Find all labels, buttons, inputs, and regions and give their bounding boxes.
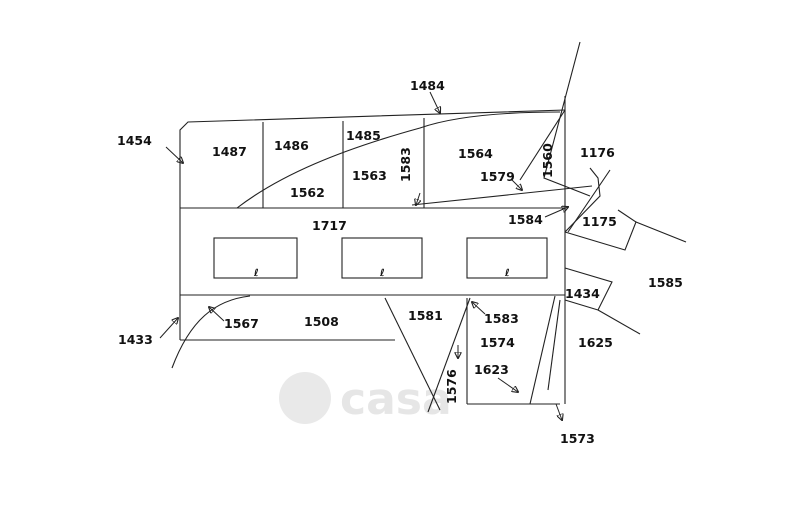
parcel-1567: 1567 bbox=[224, 316, 259, 331]
building-3 bbox=[466, 237, 548, 279]
parcel-1560: 1560 bbox=[540, 143, 555, 178]
parcel-1584: 1584 bbox=[508, 212, 543, 227]
parcel-1625: 1625 bbox=[578, 335, 613, 350]
leader-arrows bbox=[159, 91, 568, 420]
buildings bbox=[213, 237, 548, 279]
parcel-1574: 1574 bbox=[480, 335, 515, 350]
building-mark-2: ℓ bbox=[379, 268, 385, 279]
parcel-1508: 1508 bbox=[304, 314, 339, 329]
parcel-1564: 1564 bbox=[458, 146, 493, 161]
building-mark-3: ℓ bbox=[504, 268, 510, 279]
parcel-1573: 1573 bbox=[560, 431, 595, 446]
upper-block-lines bbox=[179, 41, 593, 232]
parcel-1579: 1579 bbox=[480, 169, 515, 184]
road-band bbox=[179, 208, 566, 296]
parcel-1487: 1487 bbox=[212, 144, 247, 159]
lower-block-lines bbox=[171, 295, 566, 413]
parcel-1623: 1623 bbox=[474, 362, 509, 377]
parcel-1433: 1433 bbox=[118, 332, 153, 347]
parcel-1562: 1562 bbox=[290, 185, 325, 200]
building-mark-1: ℓ bbox=[253, 268, 259, 279]
parcel-1576: 1576 bbox=[444, 369, 459, 404]
parcel-1176: 1176 bbox=[580, 145, 615, 160]
right-side-lines bbox=[547, 167, 687, 391]
parcel-1583-upper: 1583 bbox=[398, 147, 413, 182]
parcel-1717: 1717 bbox=[312, 218, 347, 233]
parcel-1581: 1581 bbox=[408, 308, 443, 323]
parcel-1434: 1434 bbox=[565, 286, 600, 301]
parcel-1563: 1563 bbox=[352, 168, 387, 183]
parcel-1175: 1175 bbox=[582, 214, 617, 229]
parcel-1454: 1454 bbox=[117, 133, 152, 148]
parcel-1484: 1484 bbox=[410, 78, 445, 93]
building-2 bbox=[341, 237, 423, 279]
parcel-1485: 1485 bbox=[346, 128, 381, 143]
parcel-1585: 1585 bbox=[648, 275, 683, 290]
parcel-1486: 1486 bbox=[274, 138, 309, 153]
parcel-1583-lower: 1583 bbox=[484, 311, 519, 326]
building-1 bbox=[213, 237, 298, 279]
